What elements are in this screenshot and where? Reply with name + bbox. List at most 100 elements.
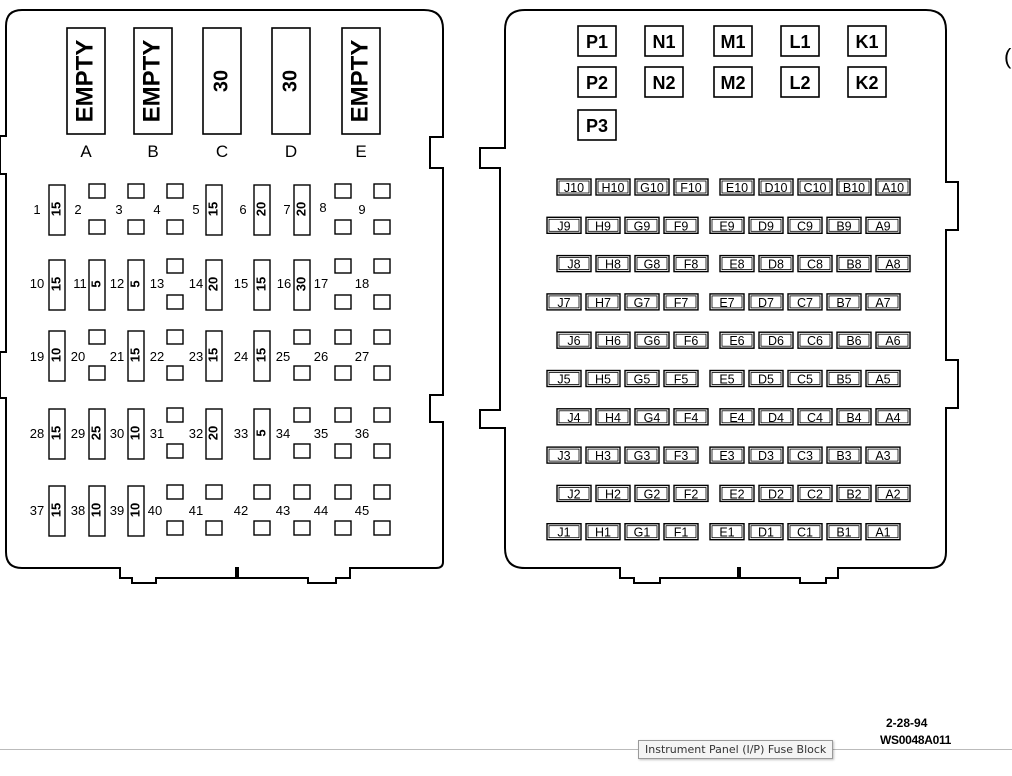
cavity-label: A8 [885, 258, 900, 272]
left-block-outline [0, 9, 444, 584]
cavity-inner [665, 218, 697, 232]
cavity-inner [750, 448, 782, 462]
fuse-45-terminal-bottom [373, 520, 391, 536]
fuse-3-terminal-top [127, 183, 145, 199]
cavity-inner [548, 295, 580, 309]
cavity-inner [721, 410, 753, 424]
cavity-e10 [719, 178, 755, 196]
fuse-43-terminal-top [293, 484, 311, 500]
cavity-a5 [865, 369, 901, 388]
fuse-number: 5 [192, 202, 199, 217]
cavity-label: H9 [595, 219, 611, 233]
fuse-9-terminal-top [373, 183, 391, 199]
cavity-label: B2 [846, 487, 861, 501]
cavity-inner [597, 410, 629, 424]
cavity-label: J7 [557, 296, 570, 310]
relay-label: N2 [652, 73, 675, 93]
cavity-label: B4 [846, 411, 861, 425]
cavity-inner [828, 372, 860, 385]
cavity-label: F7 [674, 296, 689, 310]
cavity-d1 [748, 523, 784, 541]
fuse-11 [88, 259, 106, 311]
fuse-27-terminal-top [373, 329, 391, 345]
relay-label: K2 [855, 73, 878, 93]
cavity-label: A5 [875, 373, 890, 387]
cavity-label: J2 [567, 487, 580, 501]
big-fuse-a [66, 27, 106, 135]
fuse-36-terminal-top [373, 407, 391, 423]
cavity-inner [838, 410, 870, 424]
fuse-22-terminal-bottom [166, 365, 184, 381]
cavity-g10 [634, 178, 670, 196]
fuse-number: 39 [110, 503, 124, 518]
relay-p3 [577, 109, 617, 141]
cavity-d4 [758, 408, 794, 426]
fuse-number: 38 [71, 503, 85, 518]
cavity-label: D4 [768, 411, 784, 425]
fuse-number: 29 [71, 426, 85, 441]
cavity-label: H2 [605, 487, 621, 501]
cavity-inner [760, 410, 792, 424]
cavity-inner [665, 448, 697, 462]
cavity-f4 [673, 408, 709, 426]
cavity-label: H10 [602, 181, 625, 195]
fuse-7 [293, 184, 311, 236]
cavity-inner [760, 180, 792, 194]
cavity-g6 [634, 331, 670, 349]
fuse-number: 43 [276, 503, 290, 518]
cavity-e6 [719, 331, 755, 349]
fuse-38 [88, 485, 106, 537]
cavity-inner [789, 295, 821, 309]
cavity-b10 [836, 178, 872, 196]
cavity-inner [626, 525, 658, 539]
cavity-label: F2 [684, 487, 699, 501]
cavity-label: C3 [797, 449, 813, 463]
cavity-g3 [624, 446, 660, 464]
cavity-inner [828, 295, 860, 309]
fuse-25-terminal-top [293, 329, 311, 345]
cut-glyph: ( [1004, 44, 1012, 69]
cavity-b7 [826, 293, 862, 311]
cavity-j9 [546, 216, 582, 235]
cavity-label: D2 [768, 487, 784, 501]
cavity-label: G9 [634, 219, 651, 233]
big-fuse-value: 30 [279, 70, 301, 92]
cavity-a3 [865, 446, 901, 464]
relay-l2 [780, 66, 820, 98]
fuse-35-terminal-top [334, 407, 352, 423]
fuse-27-terminal-bottom [373, 365, 391, 381]
cavity-inner [665, 525, 697, 539]
cavity-inner [558, 257, 590, 271]
fuse-13-terminal-bottom [166, 294, 184, 310]
cavity-inner [711, 218, 743, 232]
cavity-label: G2 [644, 487, 661, 501]
cavity-label: C5 [797, 373, 813, 387]
fuse-32 [205, 408, 223, 460]
cavity-label: D9 [758, 219, 774, 233]
cavity-label: F8 [684, 258, 699, 272]
cavity-inner [867, 372, 899, 385]
cavity-label: G10 [640, 181, 664, 195]
cavity-e3 [709, 446, 745, 464]
relay-label: K1 [855, 32, 878, 52]
cavity-inner [867, 218, 899, 232]
cavity-label: J5 [557, 373, 570, 387]
fuse-37 [48, 485, 66, 537]
cavity-j7 [546, 293, 582, 311]
cavity-inner [558, 333, 590, 347]
fuse-26-terminal-top [334, 329, 352, 345]
fuse-number: 1 [33, 202, 40, 217]
fuse-number: 9 [358, 202, 365, 217]
fuse-value: 15 [127, 348, 142, 362]
fuse-35-terminal-bottom [334, 443, 352, 459]
fuse-number: 30 [110, 426, 124, 441]
cavity-label: C7 [797, 296, 813, 310]
cavity-inner [587, 295, 619, 309]
cavity-a8 [875, 254, 911, 273]
cavity-inner [587, 372, 619, 385]
fuse-number: 28 [30, 426, 44, 441]
fuse-23 [205, 330, 223, 382]
relay-m1 [713, 25, 753, 57]
cavity-label: H7 [595, 296, 611, 310]
cavity-c1 [787, 523, 823, 541]
